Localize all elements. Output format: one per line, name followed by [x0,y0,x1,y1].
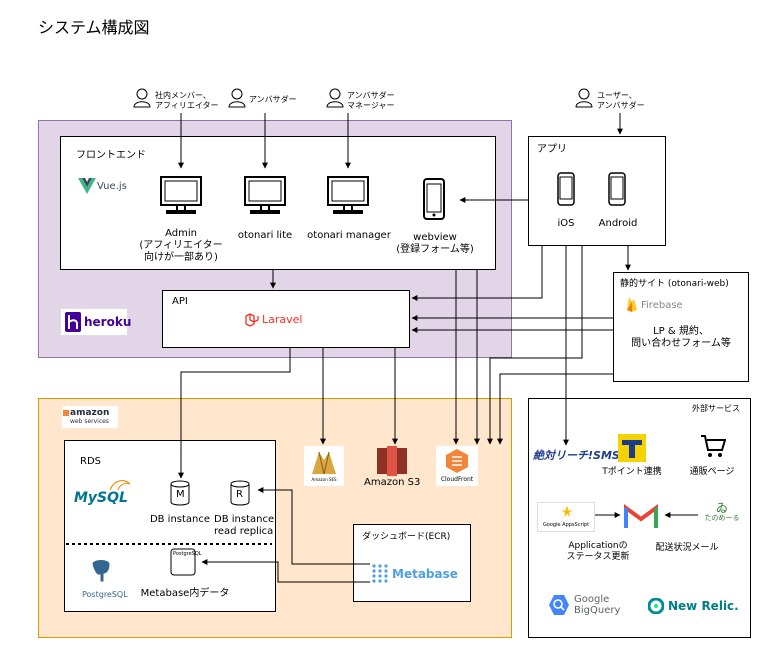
bigquery-logo-icon [548,594,570,616]
db-master-icon: M [170,480,190,506]
rds-box [64,440,276,612]
page-title: システム構成図 [38,18,150,37]
static-site-box [613,272,749,382]
frontend-label: フロントエンド [76,150,146,161]
vue-logo-icon [78,178,96,194]
apps-script-icon: Google AppsScript [537,502,595,532]
replica-label-2: read replica [214,526,274,537]
actor-staff-line2: アフィリエイター [155,101,219,110]
monitor-icon [327,176,369,216]
bigquery-label-2: BigQuery [574,605,621,616]
tanomeru-logo: ゐ たのめーる [701,502,743,523]
admin-label-2: (アフィリエイター [139,240,223,251]
actor-user-line1: ユーザー、 [597,91,637,100]
apps-script-label: Google AppsScript [542,522,590,528]
vue-label: Vue.js [97,181,127,192]
firebase-logo-icon [626,296,638,312]
actor-staff-line1: 社内メンバー、 [155,91,211,100]
admin-label-3: 向けが一部あり) [144,252,218,263]
postgres-mini-label: PostgreSQL [173,551,202,557]
manager-label: otonari manager [307,230,391,241]
aws-logo-text: amazon [70,408,110,418]
reach-sms-logo: 絶対リーチ!SMS [533,449,620,462]
aws-logo-sub: web services [70,418,109,425]
cloudfront-label: CloudFront [440,476,474,483]
mysql-logo: MySQL [74,490,128,506]
smartphone-icon [608,172,626,206]
dolphin-icon [108,478,132,492]
amazon-ses-icon: Amazon SES [304,446,344,486]
shop-page-label: 通販ページ [689,467,735,477]
actor-user-line2: アンバサダー [597,101,645,110]
replica-label-1: DB instance [214,514,275,525]
actor-manager-line1: アンバサダー [347,91,395,100]
gmail-caption-1: Applicationの [568,541,628,551]
laravel-logo-icon [245,313,259,327]
delivery-mail-label: 配送状況メール [655,543,719,553]
person-icon [228,88,246,108]
app-box [528,136,666,246]
db-replica-letter: R [236,489,243,500]
actor-ambassador: アンバサダー [249,95,297,104]
db-master-letter: M [176,489,185,500]
newrelic-logo-icon [648,598,664,614]
postgres-label: PostgreSQL [82,590,128,599]
dashboard-label: ダッシュボード(ECR) [362,532,451,542]
metabase-logo-icon [372,564,388,584]
bigquery-label-1: Google [574,594,610,605]
ses-label: Amazon SES [311,477,337,482]
smartphone-icon [423,178,445,220]
shopping-cart-icon [700,434,726,458]
monitor-icon [244,176,286,216]
tanomeru-mark: ゐ [715,501,728,515]
amazon-s3-icon [373,446,409,476]
person-icon [575,88,593,108]
smartphone-icon [557,172,575,206]
postgres-elephant-icon [88,558,114,584]
api-label: API [172,296,188,307]
db-replica-icon: R [230,480,250,506]
monitor-icon [160,176,202,216]
person-icon [133,88,151,108]
metabase-label: Metabase [392,567,458,581]
heroku-logo-icon: heroku [60,308,132,336]
rds-label: RDS [80,456,101,467]
cloudfront-icon: CloudFront [436,446,478,486]
static-site-label: 静的サイト (otonari-web) [620,279,729,289]
ios-label: iOS [557,218,575,229]
dashboard-box [353,524,471,602]
tpoint-logo-icon [618,434,646,462]
app-label: アプリ [537,144,567,155]
external-label: 外部サービス [692,404,740,413]
firebase-label: Firebase [641,300,683,311]
webview-label-1: webview [413,232,457,243]
newrelic-label: New Relic. [668,599,739,613]
actor-manager-line2: マネージャー [347,101,395,110]
webview-label-2: (登録フォーム等) [396,244,474,255]
heroku-label: heroku [84,315,132,329]
person-icon [326,88,344,108]
android-label: Android [598,218,638,229]
api-box [162,290,410,348]
tpoint-label: Tポイント連携 [602,467,662,477]
aws-logo-icon: amazon web services [62,406,118,428]
db-instance-label: DB instance [149,514,211,525]
lite-label: otonari lite [237,230,293,241]
static-desc-1: LP & 規約、 [653,326,709,337]
laravel-label: Laravel [262,313,303,326]
db-metabase-icon: PostgreSQL [170,548,202,576]
gmail-caption-2: ステータス更新 [566,552,630,562]
gmail-icon [624,504,658,530]
admin-label-1: Admin [165,228,197,239]
metabase-data-label: Metabase内データ [140,588,230,599]
s3-label: Amazon S3 [364,477,421,488]
tanomeru-text: たのめーる [704,514,740,522]
static-desc-2: 問い合わせフォーム等 [631,338,731,349]
